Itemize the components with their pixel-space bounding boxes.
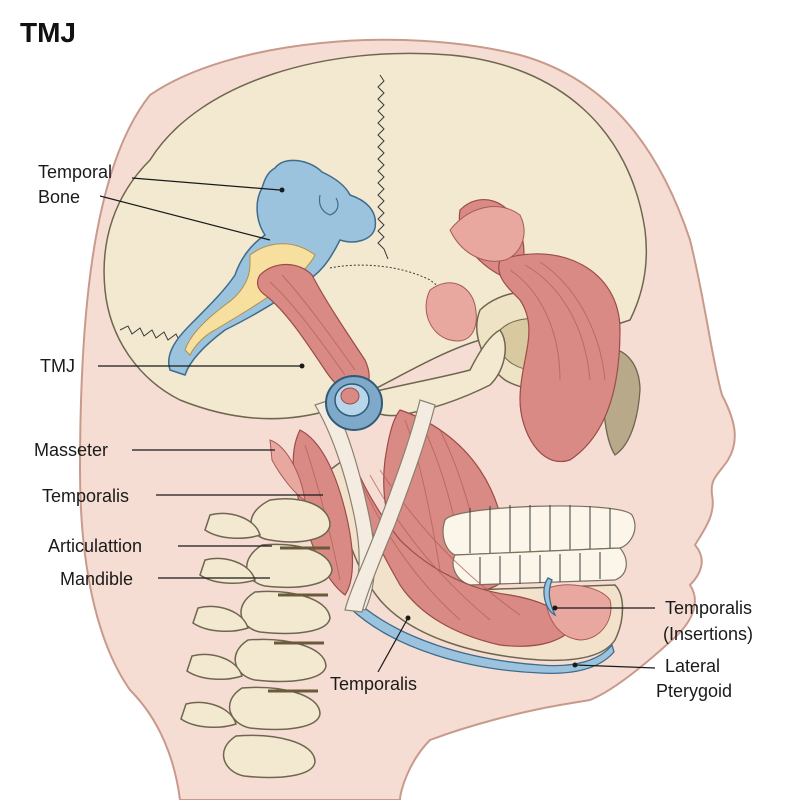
leader-lines: [98, 177, 656, 673]
label-temporal-bone-line2: Bone: [38, 187, 80, 207]
label-temporalis-bottom: Temporalis: [330, 674, 417, 694]
upper-teeth: [442, 505, 636, 556]
temporal-bone-groove: [318, 194, 339, 216]
leader-lateral-pterygoid: [574, 664, 656, 669]
cross-band: [344, 399, 436, 613]
label-mandible: Mandible: [60, 569, 133, 589]
label-masseter: Masseter: [34, 440, 108, 460]
label-temporalis-insertions-line2: (Insertions): [663, 624, 753, 644]
label-temporal-bone-line1: Temporal: [38, 162, 112, 182]
tmj-joint: [325, 375, 383, 431]
page-title: TMJ: [20, 17, 76, 48]
label-tmj: TMJ: [40, 356, 75, 376]
label-lateral-pterygoid-line1: Lateral: [665, 656, 720, 676]
lower-teeth: [452, 547, 627, 586]
temporal-muscle-band: [449, 206, 525, 262]
leader-temporalis-bottom: [377, 617, 409, 673]
leader-temporal-bone-1: [131, 177, 281, 191]
leader-temporal-bone-2: [99, 195, 271, 241]
coronal-suture: [377, 74, 389, 260]
label-temporalis-insertions-line1: Temporalis: [665, 598, 752, 618]
label-articulation: Articulattion: [48, 536, 142, 556]
squamous-suture: [329, 264, 471, 321]
insertion-tendon: [543, 577, 557, 617]
jaw-muscles: [344, 464, 612, 647]
label-temporalis-left: Temporalis: [42, 486, 129, 506]
label-lateral-pterygoid-line2: Pterygoid: [656, 681, 732, 701]
cervical-spine: [180, 498, 333, 779]
